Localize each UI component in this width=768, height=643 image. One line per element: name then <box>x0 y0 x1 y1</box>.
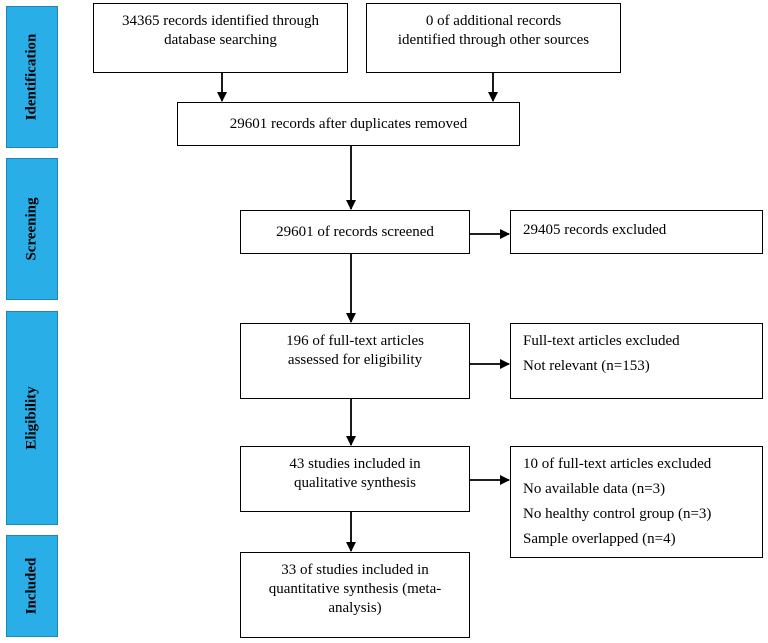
box-qualitative-excluded-line-2: No available data (n=3) <box>523 481 666 497</box>
box-other-sources-line-1: 0 of additional records <box>425 13 562 29</box>
box-qualitative-excluded: 10 of full-text articles excluded No ava… <box>510 446 763 558</box>
box-qualitative-synthesis: 43 studies included in qualitative synth… <box>240 446 470 512</box>
box-database-search-line-1: 34365 records identified through <box>121 13 320 29</box>
box-qualitative-synthesis-line-1: 43 studies included in <box>289 456 421 472</box>
box-other-sources-line-2: identified through other sources <box>397 32 590 48</box>
box-database-search-line-2: database searching <box>164 32 277 48</box>
box-fulltext-assessed: 196 of full-text articles assessed for e… <box>240 323 470 399</box>
box-quantitative-synthesis-line-3: analysis) <box>328 600 382 616</box>
box-records-excluded: 29405 records excluded <box>510 210 763 254</box>
box-records-screened-line-1: 29601 of records screened <box>276 224 434 240</box>
box-database-search: 34365 records identified through databas… <box>93 3 348 73</box>
phase-included: Included <box>6 535 58 637</box>
box-records-screened: 29601 of records screened <box>240 210 470 254</box>
box-qualitative-excluded-line-4: Sample overlapped (n=4) <box>523 531 676 547</box>
box-records-excluded-line-1: 29405 records excluded <box>523 222 667 238</box>
box-fulltext-excluded-line-2: Not relevant (n=153) <box>523 358 650 374</box>
box-after-duplicates-line-1: 29601 records after duplicates removed <box>229 116 468 132</box>
box-quantitative-synthesis-line-1: 33 of studies included in <box>281 562 429 578</box>
box-fulltext-excluded: Full-text articles excluded Not relevant… <box>510 323 763 399</box>
box-after-duplicates: 29601 records after duplicates removed <box>177 102 520 146</box>
box-quantitative-synthesis-line-2: quantitative synthesis (meta- <box>268 581 442 597</box>
box-other-sources: 0 of additional records identified throu… <box>366 3 621 73</box>
box-fulltext-assessed-line-2: assessed for eligibility <box>287 352 423 368</box>
box-qualitative-excluded-line-3: No healthy control group (n=3) <box>523 506 712 522</box>
box-fulltext-excluded-line-1: Full-text articles excluded <box>523 333 680 349</box>
box-qualitative-excluded-line-1: 10 of full-text articles excluded <box>523 456 712 472</box>
box-quantitative-synthesis: 33 of studies included in quantitative s… <box>240 552 470 638</box>
phase-identification: Identification <box>6 6 58 148</box>
box-qualitative-synthesis-line-2: qualitative synthesis <box>293 475 417 491</box>
box-fulltext-assessed-line-1: 196 of full-text articles <box>286 333 424 349</box>
phase-screening: Screening <box>6 158 58 300</box>
phase-eligibility: Eligibility <box>6 311 58 525</box>
